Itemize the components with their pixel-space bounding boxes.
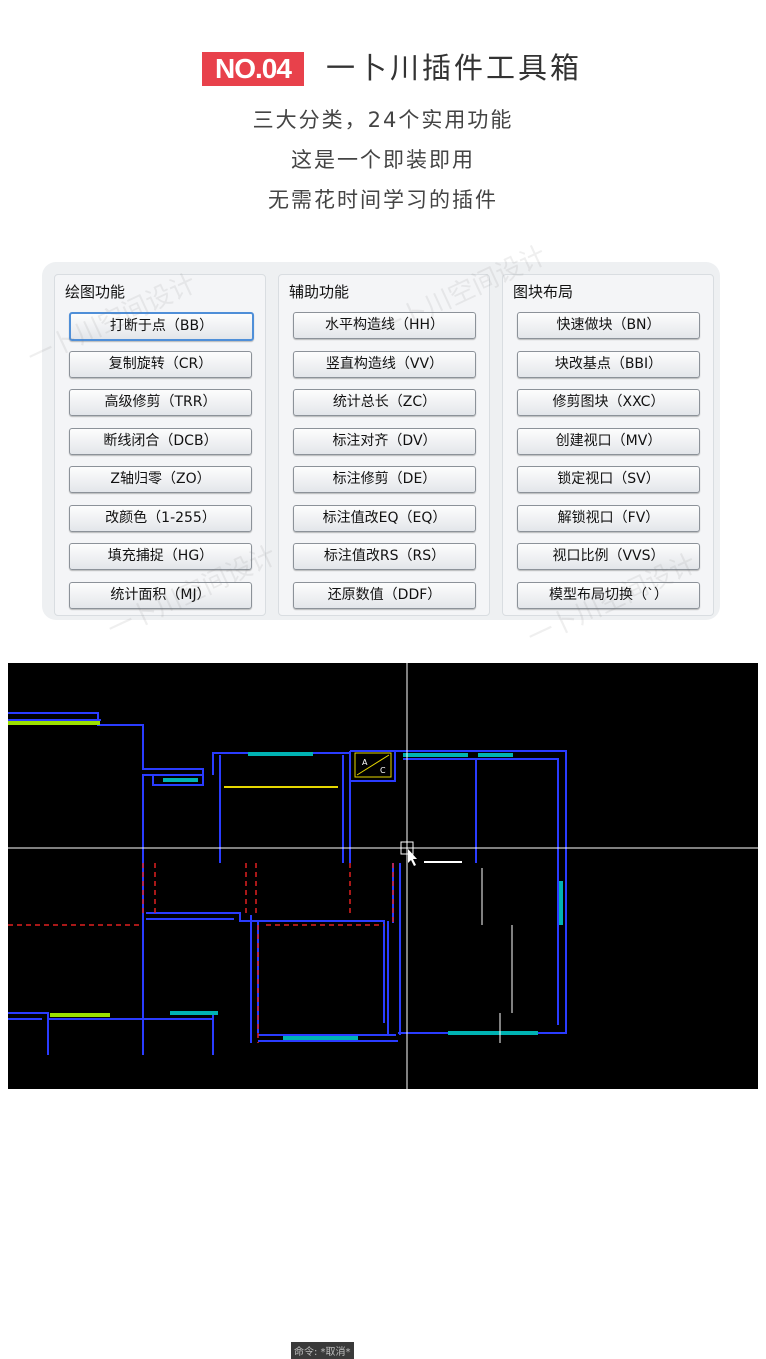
advanced-trim-button[interactable]: 高级修剪（TRR） [69, 389, 252, 416]
room-tag-diagonal [356, 754, 390, 776]
room-tag-c: C [380, 766, 386, 775]
group-block-layout: 图块布局 快速做块（BN） 块改基点（BBI） 修剪图块（XXC） 创建视口（M… [502, 274, 714, 616]
hatch-snap-button[interactable]: 填充捕捉（HG） [69, 543, 252, 570]
number-badge: NO.04 [202, 52, 304, 86]
subtitle-line-2: 这是一个即装即用 [291, 148, 475, 172]
unlock-viewport-button[interactable]: 解锁视口（FV） [517, 505, 700, 532]
block-basepoint-button[interactable]: 块改基点（BBI） [517, 351, 700, 378]
copy-rotate-button[interactable]: 复制旋转（CR） [69, 351, 252, 378]
dashed-lines [8, 863, 394, 1043]
total-length-button[interactable]: 统计总长（ZC） [293, 389, 476, 416]
group-title-drawing: 绘图功能 [65, 283, 126, 301]
trim-block-button[interactable]: 修剪图块（XXC） [517, 389, 700, 416]
horizontal-xline-button[interactable]: 水平构造线（HH） [293, 312, 476, 339]
viewport-scale-button[interactable]: 视口比例（VVS） [517, 543, 700, 570]
change-color-button[interactable]: 改颜色（1-255） [69, 505, 252, 532]
header: NO.04 一卜川插件工具箱 [0, 40, 766, 100]
group-title-auxiliary: 辅助功能 [289, 283, 350, 301]
subtitle-line-3: 无需花时间学习的插件 [268, 188, 498, 212]
group-title-block-layout: 图块布局 [513, 283, 574, 301]
dim-value-eq-button[interactable]: 标注值改EQ（EQ） [293, 505, 476, 532]
z-axis-zero-button[interactable]: Z轴归零（ZO） [69, 466, 252, 493]
vertical-xline-button[interactable]: 竖直构造线（VV） [293, 351, 476, 378]
close-break-line-button[interactable]: 断线闭合（DCB） [69, 428, 252, 455]
dim-value-rs-button[interactable]: 标注值改RS（RS） [293, 543, 476, 570]
break-at-point-button[interactable]: 打断于点（BB） [69, 312, 254, 341]
page-title: 一卜川插件工具箱 [326, 51, 583, 85]
dim-align-button[interactable]: 标注对齐（DV） [293, 428, 476, 455]
area-stats-button[interactable]: 统计面积（MJ） [69, 582, 252, 609]
subtitle-line-1: 三大分类，24个实用功能 [252, 108, 514, 132]
floor-plan-drawing: A C [8, 663, 758, 1089]
toolbox-dialog: 绘图功能 打断于点（BB） 复制旋转（CR） 高级修剪（TRR） 断线闭合（DC… [42, 262, 720, 620]
room-tag-box [354, 752, 392, 778]
cursor-arrow-icon [408, 849, 417, 866]
restore-value-button[interactable]: 还原数值（DDF） [293, 582, 476, 609]
green-lines [8, 721, 110, 1017]
windows [163, 752, 563, 1040]
group-drawing: 绘图功能 打断于点（BB） 复制旋转（CR） 高级修剪（TRR） 断线闭合（DC… [54, 274, 266, 616]
dim-trim-button[interactable]: 标注修剪（DE） [293, 466, 476, 493]
room-tag-a: A [362, 758, 368, 767]
model-layout-switch-button[interactable]: 模型布局切换（`） [517, 582, 700, 609]
quick-block-button[interactable]: 快速做块（BN） [517, 312, 700, 339]
create-viewport-button[interactable]: 创建视口（MV） [517, 428, 700, 455]
group-auxiliary: 辅助功能 水平构造线（HH） 竖直构造线（VV） 统计总长（ZC） 标注对齐（D… [278, 274, 490, 616]
cad-viewport[interactable]: A C 命令: *取消* [8, 663, 758, 1359]
crosshair [8, 663, 758, 1089]
command-line: 命令: *取消* [291, 1342, 354, 1359]
lock-viewport-button[interactable]: 锁定视口（SV） [517, 466, 700, 493]
